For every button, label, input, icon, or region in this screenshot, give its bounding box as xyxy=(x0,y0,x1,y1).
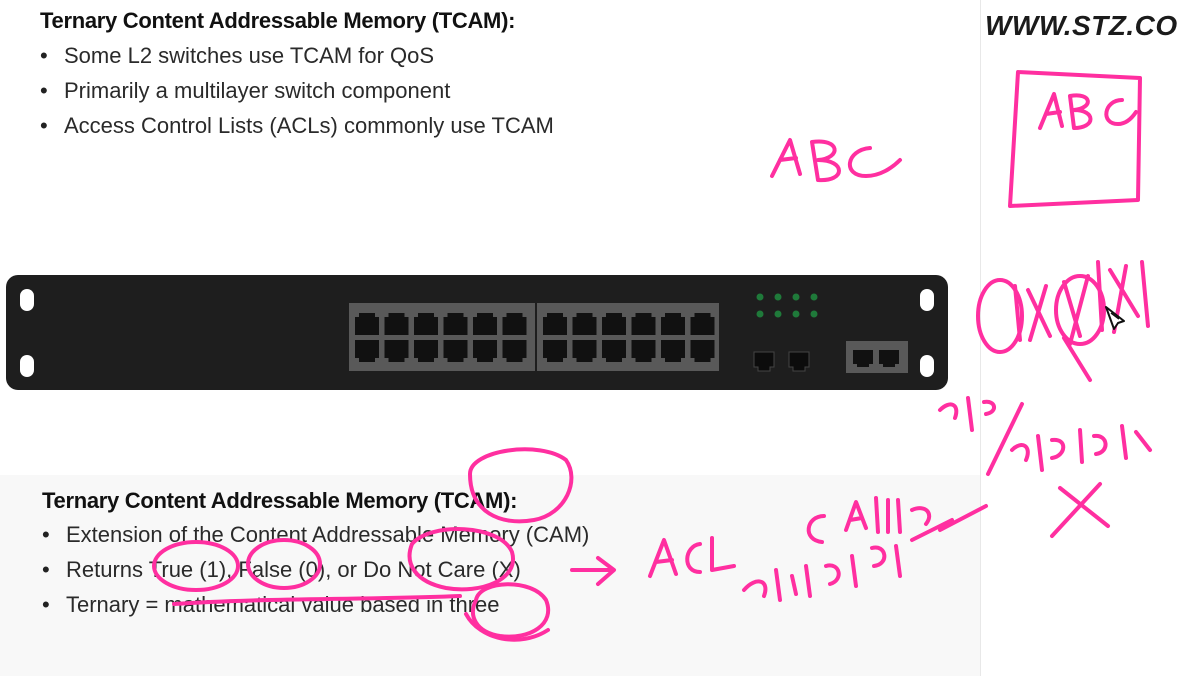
ethernet-port-icon xyxy=(690,340,715,362)
ethernet-port-icon xyxy=(355,340,379,362)
pen-cursor-icon xyxy=(1105,306,1125,330)
ethernet-port-icon xyxy=(602,313,626,335)
bottom-slide-bullet: Ternary = mathematical value based in th… xyxy=(42,587,589,622)
bottom-slide-bullet: Extension of the Content Addressable Mem… xyxy=(42,517,589,552)
top-slide: Ternary Content Addressable Memory (TCAM… xyxy=(0,0,980,235)
ethernet-port-icon xyxy=(473,340,497,362)
ethernet-port-icon xyxy=(414,340,438,362)
site-watermark: WWW.STZ.CO xyxy=(985,10,1178,41)
ethernet-port-icon xyxy=(543,340,567,362)
ethernet-port-icon xyxy=(502,340,527,362)
ethernet-port-icon xyxy=(631,340,656,362)
top-slide-bullet: Some L2 switches use TCAM for QoS xyxy=(40,38,554,73)
ethernet-port-icon xyxy=(631,313,656,335)
ethernet-port-icon xyxy=(443,340,468,362)
ethernet-port-icon xyxy=(502,313,527,335)
ethernet-port-icon xyxy=(661,340,685,362)
ethernet-port-icon xyxy=(690,313,715,335)
bottom-slide-bullet: Returns True (1), False (0), or Do Not C… xyxy=(42,552,589,587)
ethernet-port-icon xyxy=(543,313,567,335)
ethernet-port-icon xyxy=(414,313,438,335)
bottom-slide-heading: Ternary Content Addressable Memory (TCAM… xyxy=(42,488,518,513)
ethernet-port-icon xyxy=(473,313,497,335)
ethernet-port-icon xyxy=(384,340,409,362)
bottom-slide: Ternary Content Addressable Memory (TCAM… xyxy=(0,475,980,676)
ethernet-port-icon xyxy=(443,313,468,335)
annotation-side-pane xyxy=(980,0,1195,676)
ethernet-port-icon xyxy=(572,313,597,335)
top-slide-heading: Ternary Content Addressable Memory (TCAM… xyxy=(40,8,516,33)
network-switch-icon xyxy=(6,275,948,390)
ethernet-port-icon xyxy=(572,340,597,362)
top-slide-bullet-list: Some L2 switches use TCAM for QoS Primar… xyxy=(40,38,554,143)
top-slide-bullet: Primarily a multilayer switch component xyxy=(40,73,554,108)
ethernet-port-icon xyxy=(661,313,685,335)
ethernet-port-icon xyxy=(384,313,409,335)
bottom-slide-bullet-list: Extension of the Content Addressable Mem… xyxy=(42,517,589,622)
ethernet-port-icon xyxy=(602,340,626,362)
top-slide-bullet: Access Control Lists (ACLs) commonly use… xyxy=(40,108,554,143)
ethernet-port-icon xyxy=(355,313,379,335)
